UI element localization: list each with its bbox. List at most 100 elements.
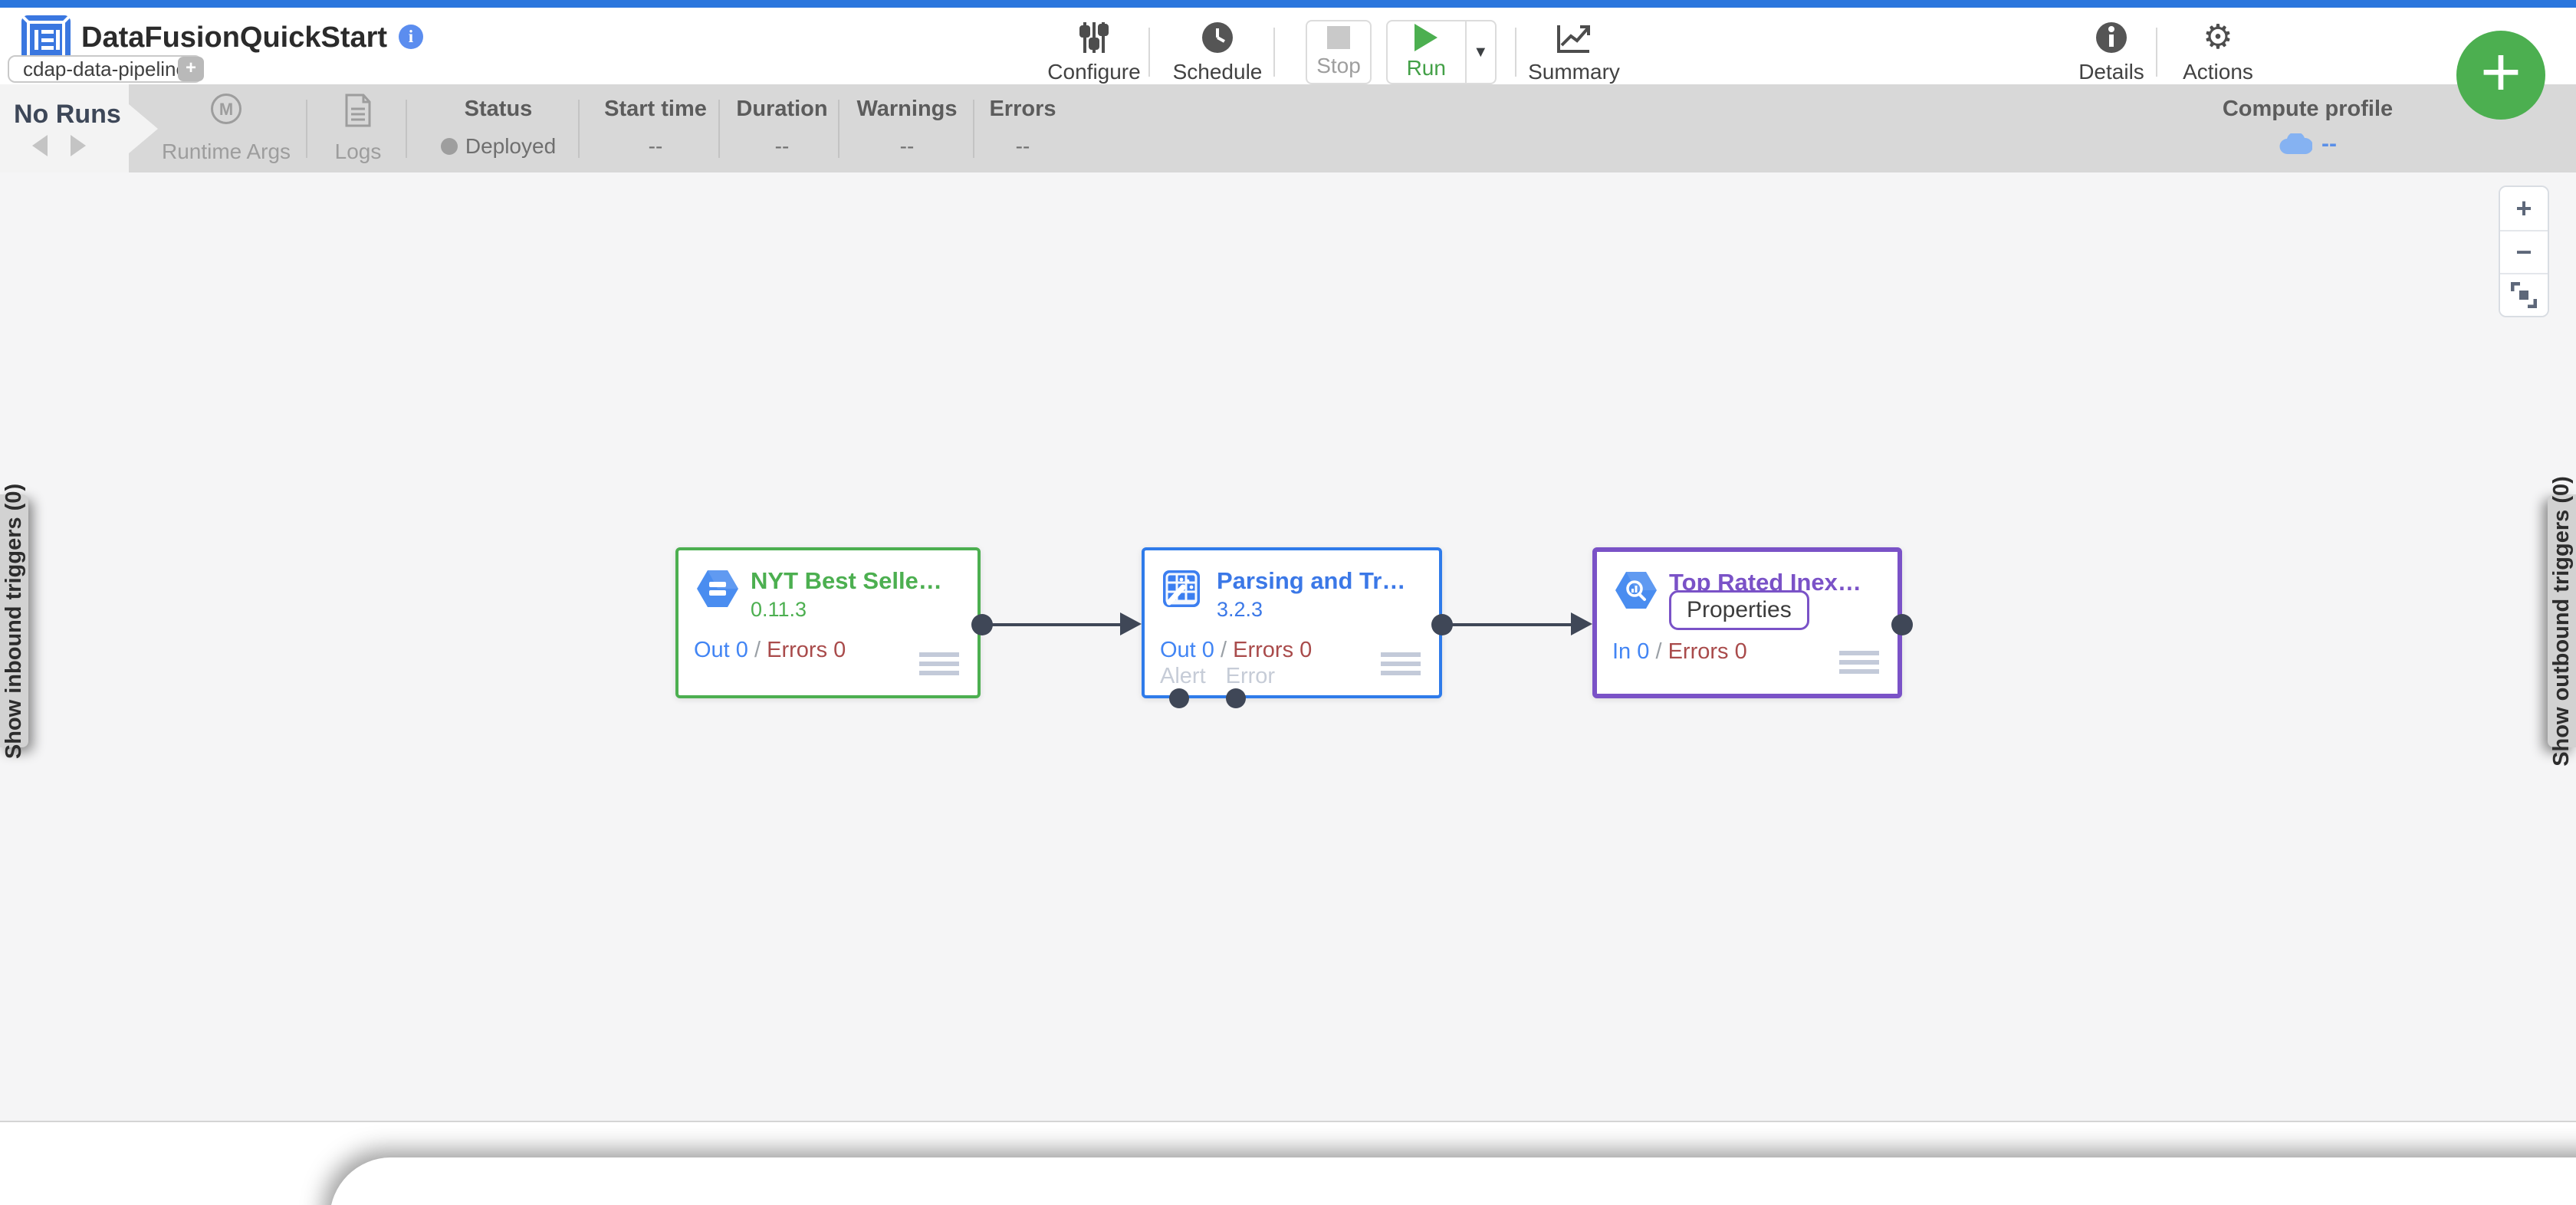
alert-port-node2[interactable] bbox=[1169, 688, 1189, 708]
pipeline-type-tag: cdap-data-pipeline bbox=[8, 55, 202, 83]
add-tag-button[interactable]: + bbox=[178, 57, 204, 81]
header-bar: DataFusionQuickStart i cdap-data-pipelin… bbox=[0, 8, 2576, 84]
zoom-panel: + − bbox=[2499, 186, 2549, 317]
run-button[interactable]: Run bbox=[1388, 21, 1465, 83]
stat-duration: Duration -- bbox=[724, 97, 840, 159]
configure-button[interactable]: Configure bbox=[1029, 20, 1159, 84]
errors-metric[interactable]: Errors 0 bbox=[1233, 638, 1313, 662]
error-port-node2[interactable] bbox=[1226, 688, 1246, 708]
node-menu-hamburger-icon[interactable] bbox=[919, 652, 959, 680]
fit-to-screen-button[interactable] bbox=[2500, 273, 2548, 316]
arrowhead-into-node3 bbox=[1571, 612, 1592, 635]
chevron-down-icon: ▼ bbox=[1473, 43, 1489, 61]
add-plugin-fab[interactable]: + bbox=[2456, 31, 2545, 120]
metric-separator: / bbox=[1221, 638, 1227, 662]
node-parsing-transform[interactable]: Parsing and Tr… 3.2.3 Out 0 / Errors 0 A… bbox=[1142, 547, 1442, 698]
node-version: 3.2.3 bbox=[1217, 598, 1263, 621]
show-outbound-triggers-tab[interactable]: Show outbound triggers (0) bbox=[2548, 476, 2576, 766]
stat-errors: Errors -- bbox=[977, 97, 1069, 159]
node-title: Parsing and Tr… bbox=[1217, 567, 1406, 594]
info-icon[interactable]: i bbox=[399, 25, 423, 49]
summary-button[interactable]: Summary bbox=[1509, 20, 1639, 84]
logs-button[interactable]: Logs bbox=[316, 94, 400, 164]
summary-label: Summary bbox=[1528, 60, 1620, 84]
stat-label: Duration bbox=[736, 97, 828, 121]
schedule-label: Schedule bbox=[1172, 60, 1263, 84]
clock-icon bbox=[1201, 20, 1234, 55]
run-label: Run bbox=[1406, 56, 1446, 80]
status-column: Status Deployed bbox=[429, 97, 567, 159]
in-metric[interactable]: In 0 bbox=[1612, 639, 1650, 664]
node-metrics: Out 0 / Errors 0 bbox=[694, 638, 846, 663]
node-menu-hamburger-icon[interactable] bbox=[1381, 652, 1421, 680]
actions-button[interactable]: ⚙ Actions bbox=[2153, 20, 2283, 84]
errors-metric[interactable]: Errors 0 bbox=[1668, 639, 1747, 664]
edge-node2-node3 bbox=[1442, 623, 1574, 626]
details-button[interactable]: Details bbox=[2046, 20, 2177, 84]
schedule-button[interactable]: Schedule bbox=[1152, 20, 1283, 84]
database-hexagon-icon bbox=[697, 570, 738, 607]
stop-square-icon bbox=[1327, 26, 1350, 49]
outbound-triggers-label: Show outbound triggers (0) bbox=[2549, 475, 2574, 767]
stat-value: -- bbox=[1015, 134, 1030, 158]
wrangler-icon bbox=[1163, 570, 1204, 607]
edge-node1-node2 bbox=[982, 623, 1125, 626]
out-metric[interactable]: Out 0 bbox=[694, 638, 748, 662]
play-triangle-icon bbox=[1414, 24, 1438, 51]
line-chart-icon bbox=[1556, 20, 1592, 55]
plus-icon: + bbox=[2480, 33, 2522, 111]
compute-profile[interactable]: Compute profile -- bbox=[2208, 97, 2407, 157]
properties-button[interactable]: Properties bbox=[1669, 590, 1809, 630]
status-text: Deployed bbox=[465, 134, 557, 158]
toolbar-divider bbox=[1148, 28, 1150, 77]
show-inbound-triggers-tab[interactable]: Show inbound triggers (0) bbox=[0, 483, 28, 759]
previous-run-arrow[interactable] bbox=[32, 135, 48, 156]
compute-profile-value: -- bbox=[2321, 131, 2337, 156]
compute-profile-label: Compute profile bbox=[2222, 97, 2394, 121]
toolbar-divider bbox=[2156, 28, 2157, 77]
arrowhead-into-node2 bbox=[1120, 612, 1142, 635]
node-metrics: In 0 / Errors 0 bbox=[1612, 639, 1747, 665]
alert-port-label: Alert bbox=[1160, 664, 1206, 688]
status-dot bbox=[440, 138, 458, 155]
node-menu-hamburger-icon[interactable] bbox=[1839, 651, 1879, 678]
stat-value: -- bbox=[899, 134, 915, 158]
bottom-panel-shadow bbox=[330, 1157, 2576, 1205]
toolbar-divider bbox=[1515, 28, 1516, 77]
stat-value: -- bbox=[774, 134, 790, 158]
toolbar-divider bbox=[1273, 28, 1275, 77]
zoom-out-button[interactable]: − bbox=[2500, 230, 2548, 273]
run-button-group: Run ▼ bbox=[1386, 20, 1497, 84]
node-metrics: Out 0 / Errors 0 bbox=[1160, 638, 1312, 663]
stop-button[interactable]: Stop bbox=[1306, 20, 1372, 84]
output-port-node2[interactable] bbox=[1431, 614, 1453, 635]
details-label: Details bbox=[2078, 60, 2144, 84]
errors-metric[interactable]: Errors 0 bbox=[767, 638, 846, 662]
out-metric[interactable]: Out 0 bbox=[1160, 638, 1214, 662]
stat-warnings: Warnings -- bbox=[846, 97, 968, 159]
actions-label: Actions bbox=[2183, 60, 2253, 84]
zoom-in-button[interactable]: + bbox=[2500, 187, 2548, 230]
node-nyt-best-sellers[interactable]: NYT Best Selle… 0.11.3 Out 0 / Errors 0 bbox=[675, 547, 981, 698]
circled-m-icon: M bbox=[211, 94, 242, 124]
stat-label: Errors bbox=[989, 97, 1056, 121]
error-port-label: Error bbox=[1225, 664, 1276, 688]
runtime-args-button[interactable]: M Runtime Args bbox=[162, 94, 291, 164]
status-label: Status bbox=[464, 97, 533, 121]
status-value: Deployed bbox=[440, 134, 557, 159]
no-runs-label: No Runs bbox=[14, 100, 121, 129]
runbar-divider bbox=[406, 100, 407, 158]
gear-icon: ⚙ bbox=[2203, 18, 2233, 56]
metric-separator: / bbox=[1655, 639, 1662, 664]
stop-label: Stop bbox=[1316, 54, 1361, 77]
node-top-rated-sink[interactable]: Top Rated Inex… Properties In 0 / Errors… bbox=[1592, 547, 1902, 698]
run-options-dropdown[interactable]: ▼ bbox=[1464, 21, 1495, 83]
node-title: NYT Best Selle… bbox=[751, 567, 942, 594]
stat-value: -- bbox=[648, 134, 663, 158]
pipeline-canvas[interactable]: + − Show inbound triggers (0) Show outbo… bbox=[0, 172, 2576, 1122]
output-port-node3[interactable] bbox=[1891, 614, 1913, 635]
next-run-arrow[interactable] bbox=[71, 135, 86, 156]
stat-label: Start time bbox=[604, 97, 707, 121]
output-port-node1[interactable] bbox=[971, 614, 993, 635]
